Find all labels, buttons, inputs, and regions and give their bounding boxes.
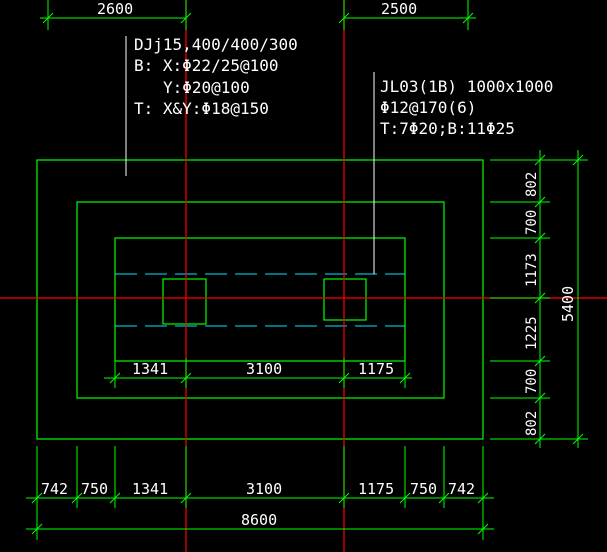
bottom-dim-5: 1175 [358, 480, 394, 498]
beam-edges [115, 273, 405, 327]
inner-dim-3: 1175 [358, 360, 394, 378]
bottom-dim-total: 8600 [241, 511, 277, 529]
footing-label-line2: B: X:Φ22/25@100 [134, 56, 279, 75]
right-dim-5: 700 [524, 369, 540, 394]
bottom-dim-1: 742 [41, 480, 68, 498]
column-right [323, 278, 367, 321]
footing-top-step [114, 237, 406, 362]
right-dim-2: 700 [524, 210, 540, 235]
right-dimension-lines [490, 150, 588, 448]
right-dim-total: 5400 [559, 286, 577, 322]
bottom-dimension-lines [26, 446, 494, 540]
right-dim-3: 1173 [524, 253, 540, 287]
right-dim-6: 802 [524, 411, 540, 436]
footing-outer-step [36, 159, 484, 440]
footing-label-line3: Y:Φ20@100 [163, 78, 250, 97]
inner-dim-1: 1341 [132, 360, 168, 378]
right-dim-4: 1225 [524, 316, 540, 350]
right-dim-1: 802 [524, 172, 540, 197]
top-dimension-lines [40, 0, 476, 30]
top-dim-right: 2500 [381, 0, 417, 18]
footing-label-line4: T: X&Y:Φ18@150 [134, 99, 269, 118]
bottom-dim-3: 1341 [132, 480, 168, 498]
beam-label-line2: Φ12@170(6) [380, 98, 476, 117]
bottom-dim-2: 750 [81, 480, 108, 498]
footing-label-line1: DJj15,400/400/300 [134, 35, 298, 54]
footing-middle-step [76, 201, 445, 399]
beam-label-line3: T:7Φ20;B:11Φ25 [380, 119, 515, 138]
top-dim-left: 2600 [97, 0, 133, 18]
inner-dim-2: 3100 [246, 360, 282, 378]
bottom-dim-6: 750 [410, 480, 437, 498]
inner-dimension-lines [104, 358, 412, 388]
bottom-dim-4: 3100 [246, 480, 282, 498]
beam-label-line1: JL03(1B) 1000x1000 [380, 77, 553, 96]
bottom-dim-7: 742 [448, 480, 475, 498]
column-left [162, 278, 207, 325]
footing-outlines [36, 159, 484, 440]
